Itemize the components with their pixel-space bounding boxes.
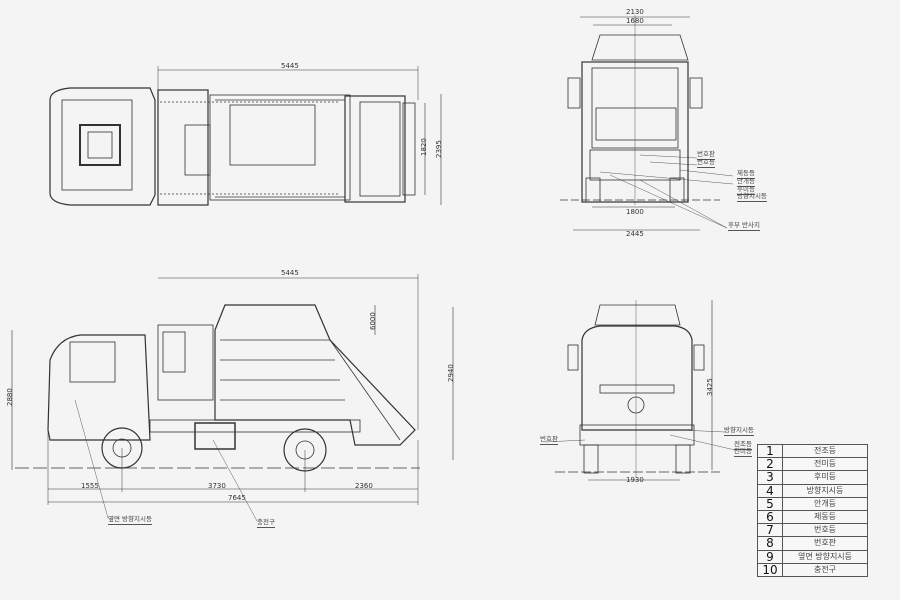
rear-overhang-dim: 2360 xyxy=(355,482,373,490)
legend-name: 제동등 xyxy=(782,509,868,525)
legend-name: 번호등 xyxy=(782,523,868,538)
rear-label-tail: 후미등 xyxy=(737,185,755,195)
truck-side-view xyxy=(11,274,454,522)
legend-number: 1 xyxy=(757,443,783,459)
legend-name: 안개등 xyxy=(782,496,868,511)
side-label-side-turn: 옆면 방향지시등 xyxy=(108,515,152,525)
front-overhang-dim: 1555 xyxy=(81,482,99,490)
legend-number: 8 xyxy=(757,536,783,551)
side-length-dim: 5445 xyxy=(281,269,299,277)
legend-name: 전조등 xyxy=(782,443,868,459)
rear-label-turn: 방향지시등 xyxy=(737,192,767,202)
top-length-dim: 5445 xyxy=(281,62,299,70)
legend-number: 4 xyxy=(757,483,783,498)
rear-label-brake: 제동등 xyxy=(737,169,755,179)
front-height-dim: 3425 xyxy=(706,378,714,396)
side-cab-height-dim: 2880 xyxy=(6,388,14,406)
top-inner-width-dim: 1820 xyxy=(420,138,428,156)
side-label-charge-port: 충전구 xyxy=(257,518,275,528)
rear-top-inner-width-dim: 1680 xyxy=(626,17,644,25)
rear-top-width-dim: 2130 xyxy=(626,8,644,16)
truck-front-view xyxy=(544,300,736,481)
front-track-dim: 1930 xyxy=(626,476,644,484)
legend-name: 방향지시등 xyxy=(782,483,868,498)
rear-track-dim: 1800 xyxy=(626,208,644,216)
truck-rear-view xyxy=(560,15,734,231)
side-lift-dim: 6000 xyxy=(369,312,377,330)
legend-name: 옆면 방향지시등 xyxy=(782,549,868,564)
front-label-position: 전미등 xyxy=(734,447,752,457)
front-label-headlamp: 전조등 xyxy=(734,440,752,450)
legend-number: 5 xyxy=(757,496,783,511)
legend-number: 3 xyxy=(757,470,783,485)
truck-top-view xyxy=(49,66,442,206)
legend-name: 후미등 xyxy=(782,470,868,485)
legend-number: 2 xyxy=(757,457,783,472)
rear-label-plate: 번호판 xyxy=(697,150,715,160)
legend-name: 충전구 xyxy=(782,562,868,577)
legend-number: 6 xyxy=(757,509,783,525)
rear-label-fog: 안개등 xyxy=(737,177,755,187)
front-label-turn: 방향지시등 xyxy=(724,426,754,436)
legend-name: 번호판 xyxy=(782,536,868,551)
legend-number: 9 xyxy=(757,549,783,564)
rear-label-reflector: 후부 반사지 xyxy=(728,221,760,231)
legend-number: 10 xyxy=(757,562,783,577)
rear-overall-width-dim: 2445 xyxy=(626,230,644,238)
legend-name: 전미등 xyxy=(782,457,868,472)
side-height-dim: 2940 xyxy=(447,364,455,382)
legend-number: 7 xyxy=(757,523,783,538)
front-label-plate: 번호판 xyxy=(540,435,558,445)
overall-length-dim: 7645 xyxy=(228,494,246,502)
top-outer-width-dim: 2395 xyxy=(435,140,443,158)
wheelbase-dim: 3730 xyxy=(208,482,226,490)
rear-label-plate-lamp: 번호등 xyxy=(697,158,715,168)
